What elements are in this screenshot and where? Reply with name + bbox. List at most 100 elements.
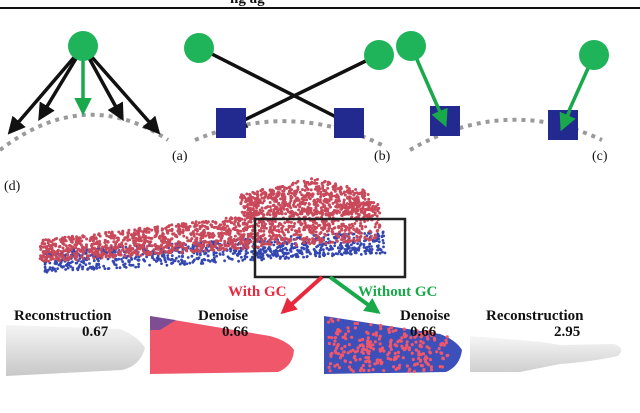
cloud-point [229, 257, 233, 261]
cloud-point [302, 255, 305, 259]
cloud-point [278, 204, 282, 207]
cloud-point [297, 233, 301, 237]
cloud-point [245, 223, 249, 227]
cloud-point [374, 205, 378, 208]
cloud-point [363, 208, 367, 211]
cloud-point [373, 340, 377, 344]
cloud-point [261, 209, 265, 213]
cloud-point [415, 329, 419, 333]
cloud-point [161, 232, 165, 236]
cloud-point [231, 240, 235, 244]
cloud-point [337, 246, 340, 250]
cloud-point [248, 193, 252, 197]
cloud-point [44, 238, 48, 242]
cloud-point [269, 209, 273, 213]
cloud-point [352, 227, 356, 231]
cloud-point [302, 228, 305, 232]
cloud-point [339, 190, 342, 194]
cloud-point [317, 224, 321, 228]
cloud-point [198, 233, 201, 237]
cloud-point [64, 263, 68, 267]
cloud-point [412, 369, 416, 373]
cloud-point [340, 347, 344, 351]
cloud-point [238, 224, 241, 228]
cloud-point [339, 353, 344, 357]
cloud-point [81, 265, 84, 269]
cloud-point [312, 202, 316, 206]
cloud-point [348, 223, 351, 227]
cloud-point [275, 194, 279, 198]
cloud-point [401, 356, 405, 360]
cloud-point [257, 235, 261, 239]
cloud-point [421, 341, 425, 345]
cloud-point [347, 187, 351, 191]
panel-b: (b) [184, 33, 394, 164]
cloud-point [176, 223, 180, 226]
cloud-point [240, 255, 243, 259]
cloud-point [206, 227, 210, 231]
cloud-point [71, 266, 75, 270]
cloud-point [296, 213, 299, 217]
cloud-point [69, 254, 73, 258]
cloud-point [308, 225, 312, 229]
cloud-point [363, 232, 367, 235]
cloud-point [336, 252, 339, 256]
cloud-point [305, 235, 309, 239]
cloud-point [237, 250, 241, 253]
cloud-point [306, 240, 310, 244]
cloud-point [92, 256, 96, 260]
cloud-point [314, 254, 318, 258]
cloud-point [378, 342, 382, 346]
cloud-point [166, 231, 170, 235]
result-title-4: Reconstruction [486, 308, 584, 324]
cloud-point [232, 226, 236, 230]
cloud-point [373, 362, 377, 366]
cloud-point [203, 249, 207, 253]
cloud-point [322, 223, 326, 226]
cloud-point [297, 229, 301, 233]
cloud-point [309, 182, 312, 186]
cloud-point [131, 247, 135, 251]
cloud-point [377, 225, 381, 229]
cloud-point [360, 224, 364, 228]
cloud-point [321, 202, 325, 206]
cloud-point [263, 224, 266, 228]
cloud-point [346, 196, 350, 200]
cloud-point [164, 250, 168, 254]
cloud-point [405, 340, 409, 344]
cloud-point [268, 213, 272, 217]
cloud-point [367, 197, 371, 201]
cloud-point [364, 360, 368, 364]
cloud-point [259, 229, 263, 233]
cloud-point [311, 181, 315, 185]
cloud-point [176, 229, 180, 233]
cloud-point [137, 227, 141, 231]
cloud-point [114, 242, 118, 246]
cloud-point [43, 262, 47, 266]
cloud-point [287, 256, 290, 260]
cloud-point [359, 253, 363, 256]
cloud-point [394, 367, 398, 372]
without-gc-label: Without GC [358, 284, 437, 300]
cloud-point [383, 251, 387, 255]
cloud-point [91, 251, 95, 255]
cloud-point [187, 228, 191, 232]
cloud-point [106, 257, 110, 261]
cloud-point [345, 185, 349, 189]
cloud-point [327, 203, 331, 207]
cloud-point [374, 333, 378, 337]
cloud-point [364, 225, 368, 229]
cloud-point [117, 230, 121, 234]
cloud-point [302, 243, 306, 247]
cloud-point [331, 240, 335, 244]
cloud-point [126, 235, 130, 239]
cloud-point [221, 234, 224, 238]
cloud-point [378, 334, 382, 338]
cloud-point [202, 229, 205, 233]
cloud-point [263, 237, 267, 241]
cloud-point [312, 199, 316, 203]
cloud-point [214, 239, 218, 243]
cloud-point [211, 258, 215, 262]
cloud-point [177, 260, 180, 263]
denoise-shape-pink [150, 316, 294, 374]
